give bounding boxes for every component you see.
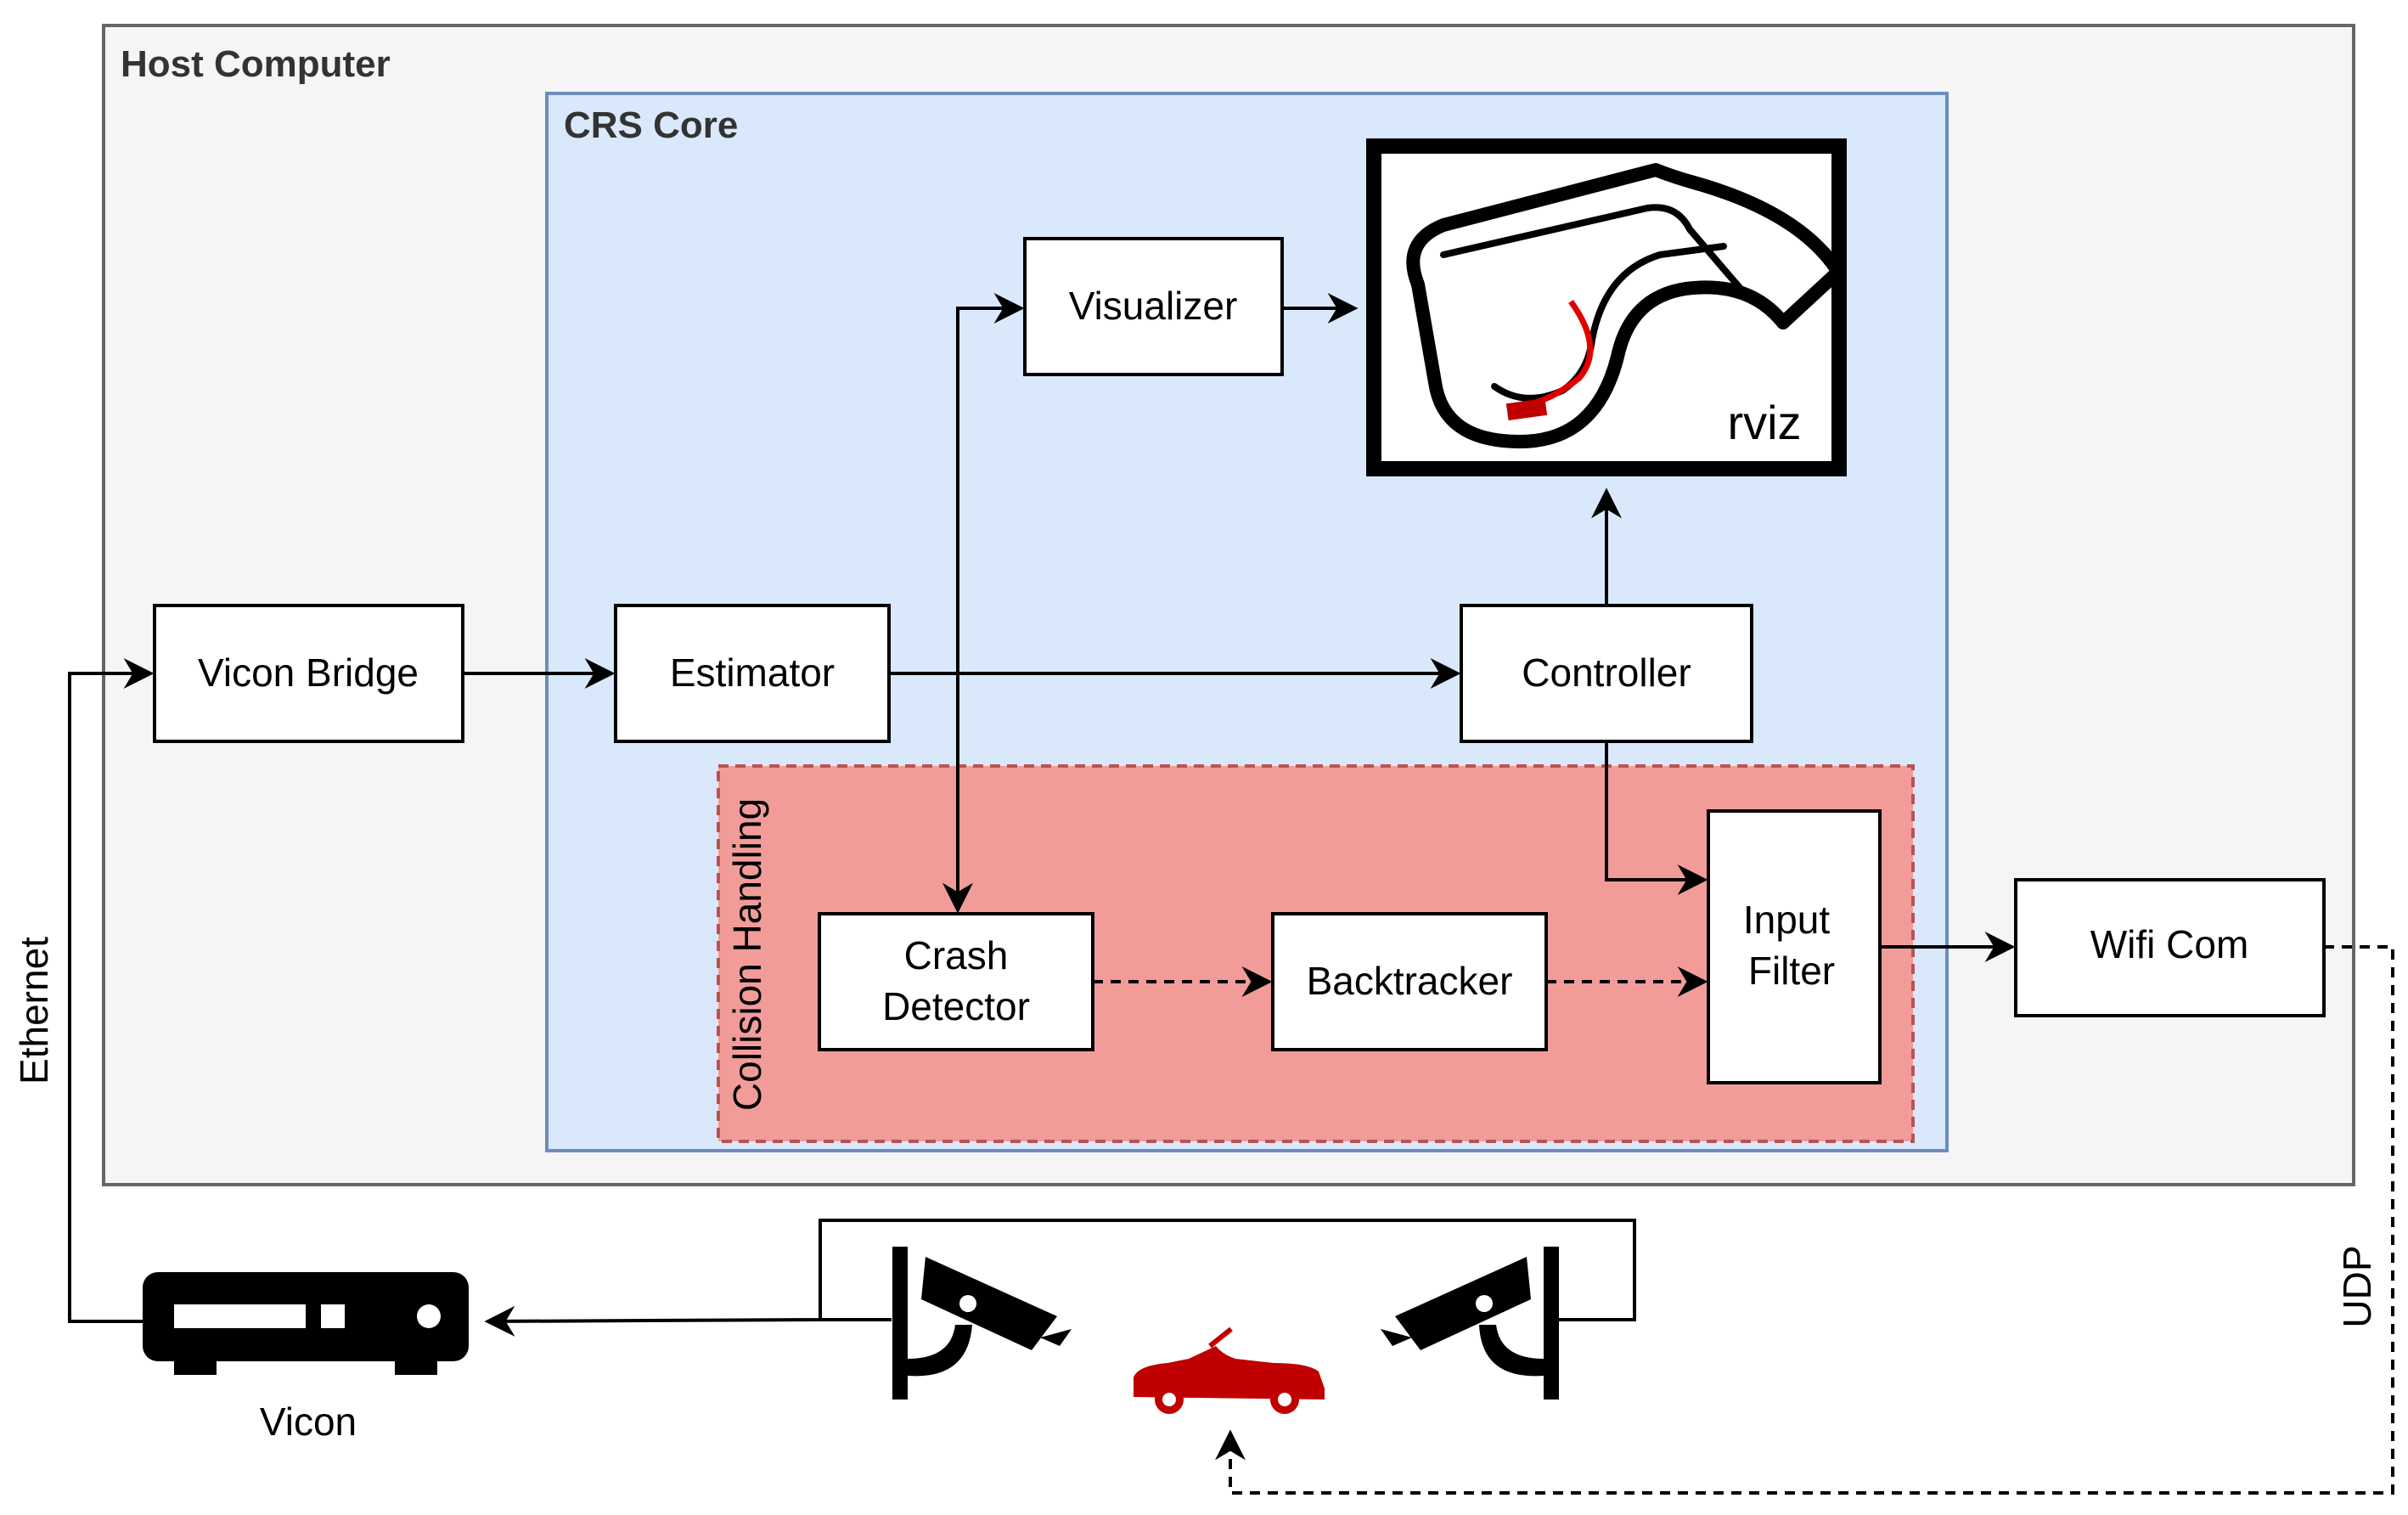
host-computer-label: Host Computer (121, 43, 391, 85)
estimator-label: Estimator (670, 650, 835, 695)
backtracker-label: Backtracker (1307, 959, 1513, 1003)
edge-wifi-com-to-car-udp (1215, 945, 2394, 1495)
estimator-node: Estimator (614, 604, 891, 743)
edge-crash-detector-to-visualizer (942, 293, 1025, 914)
vicon-label: Vicon (260, 1400, 357, 1444)
input-filter-node: Input Filter (1707, 809, 1882, 1084)
vicon-bridge-label: Vicon Bridge (198, 650, 419, 695)
edge-controller-to-input-filter (1605, 741, 1708, 895)
edge-cameras-to-vicon (487, 1219, 1636, 1321)
backtracker-node: Backtracker (1271, 912, 1548, 1051)
vicon-device-icon (143, 1272, 469, 1375)
visualizer-label: Visualizer (1069, 284, 1238, 328)
wifi-com-label: Wifi Com (2090, 922, 2249, 966)
car-icon (1134, 1326, 1325, 1414)
ethernet-label: Ethernet (12, 937, 56, 1084)
crash-detector-label-line2: Detector (882, 984, 1030, 1028)
wifi-com-node: Wifi Com (2014, 878, 2326, 1017)
input-filter-label-line1: Input (1743, 898, 1831, 942)
camera-right-icon (1381, 1247, 1559, 1400)
crash-detector-node: Crash Detector (818, 912, 1094, 1051)
controller-node: Controller (1460, 604, 1753, 743)
crs-core-label: CRS Core (564, 104, 738, 146)
udp-label: UDP (2335, 1245, 2379, 1327)
car-marker (1505, 397, 1548, 421)
vicon-bridge-node: Vicon Bridge (153, 604, 464, 743)
collision-handling-label: Collision Handling (725, 798, 769, 1111)
controller-label: Controller (1522, 650, 1691, 695)
visualizer-node: Visualizer (1023, 237, 1284, 376)
camera-left-icon (892, 1247, 1072, 1400)
rviz-label: rviz (1727, 396, 1801, 449)
crash-detector-label-line1: Crash (904, 933, 1009, 977)
rviz-display: rviz (1366, 138, 1847, 476)
input-filter-label-line2: Filter (1748, 949, 1835, 993)
